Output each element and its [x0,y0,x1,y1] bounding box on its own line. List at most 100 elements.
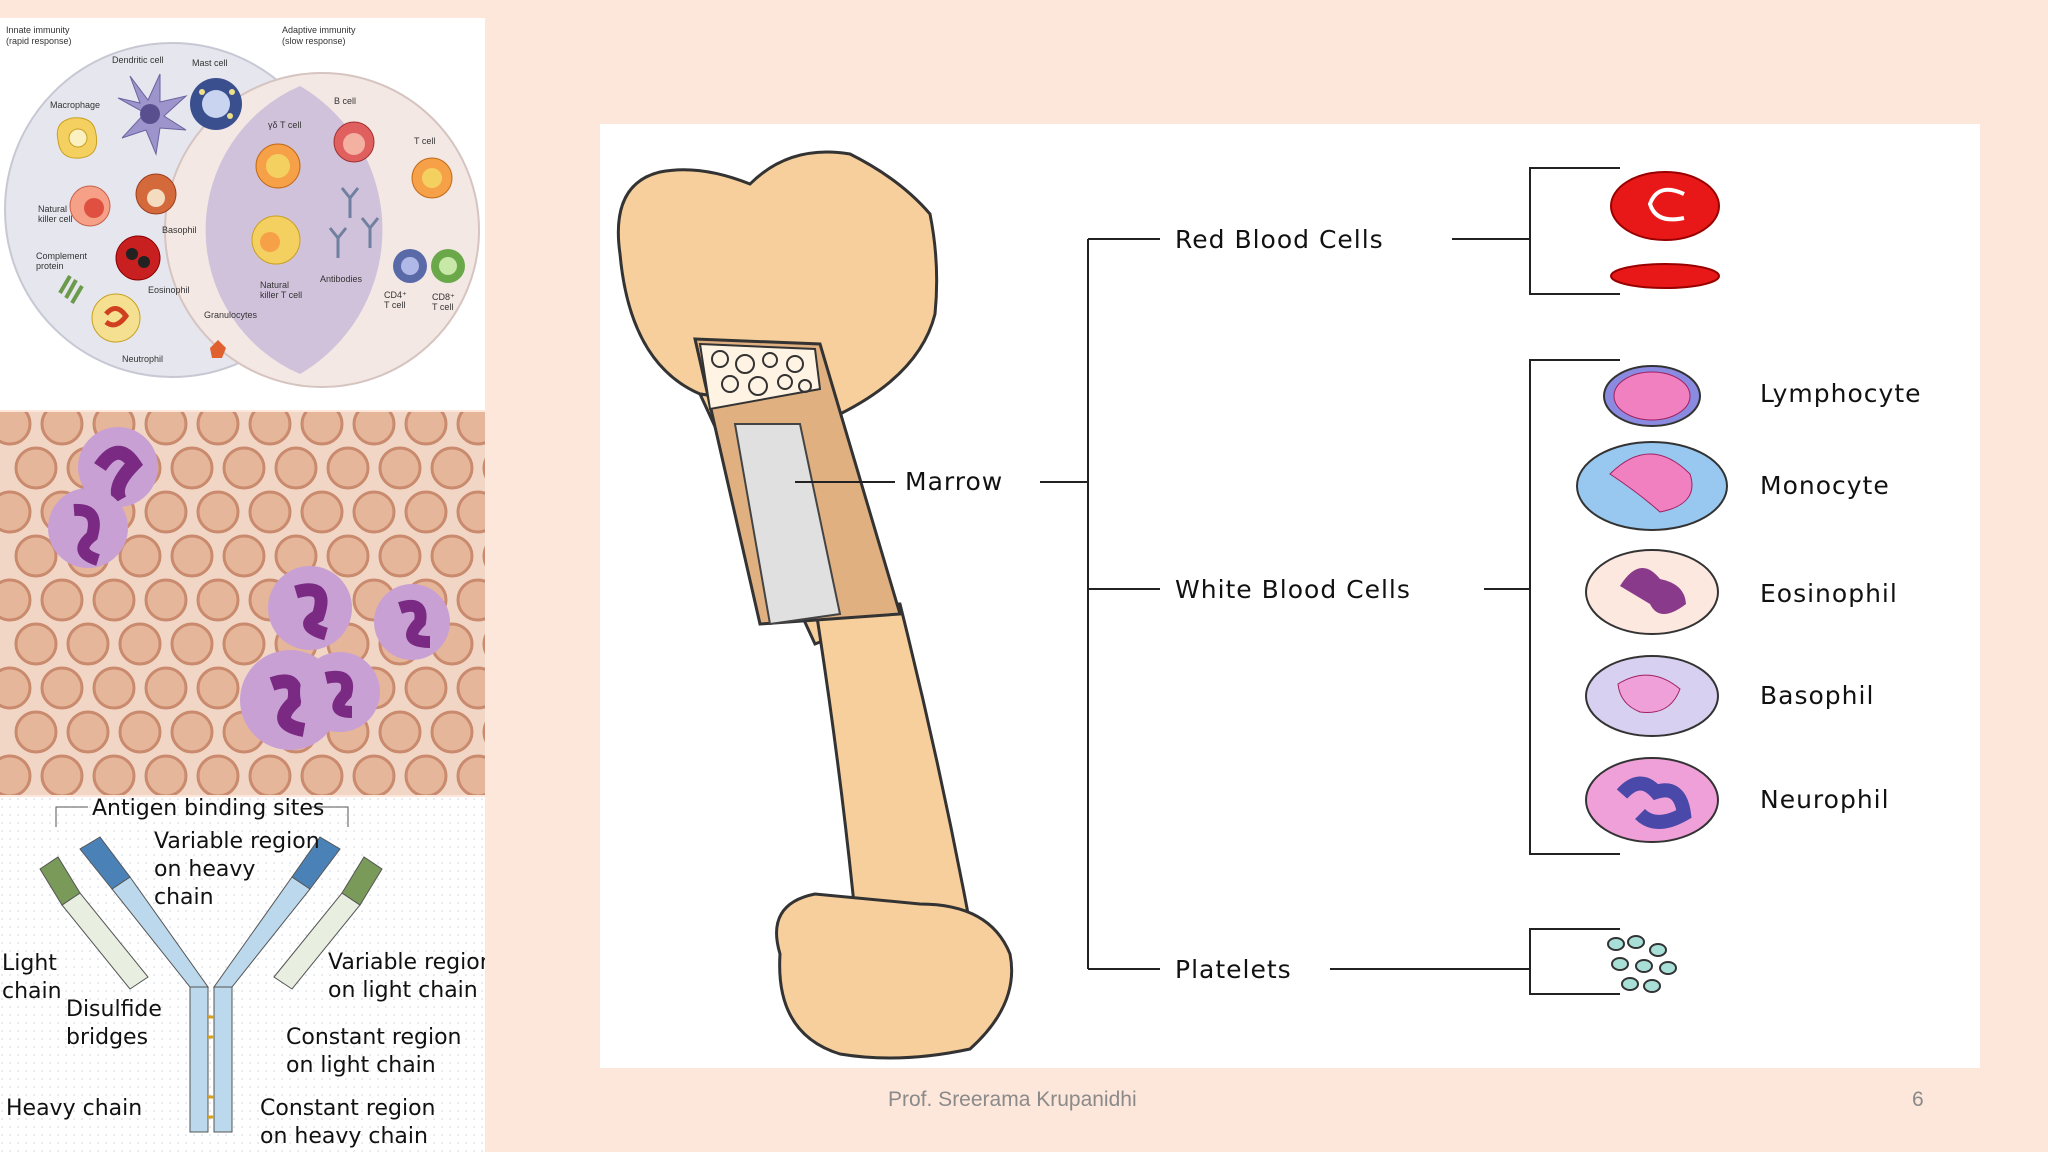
eosinophil-icon [115,235,161,281]
svg-text:on light chain: on light chain [286,1053,436,1078]
rbc-disc [326,534,370,578]
rbc-disc [482,545,485,567]
cd8-label: CD8⁺T cell [432,292,455,312]
connector-lines [795,167,1620,995]
svg-text:Light: Light [2,951,57,976]
t-cell-icon [411,157,453,199]
rbc-disc [430,534,474,578]
svg-text:CD8⁺: CD8⁺ [432,292,455,302]
lymphocyte-label: Lymphocyte [1760,379,1922,408]
svg-text:(rapid response): (rapid response) [6,36,72,46]
rbc-disc [92,578,136,622]
rbc-disc [14,710,58,754]
eosinophil-icon [1585,549,1719,635]
eosinophil-label: Eosinophil [1760,579,1898,608]
bcell-label: B cell [334,96,356,106]
antibody-heavy-chains [79,836,341,1133]
rbc-disc [170,534,214,578]
rbc-disc [118,710,162,754]
rbc-disc [352,754,396,795]
rbc-disc [92,666,136,710]
rbc-disc [118,622,162,666]
rbc-disc [274,446,318,490]
heavy-chain-label: Heavy chain [6,1096,142,1121]
svg-text:chain: chain [2,979,62,1004]
antigen-sites-label: Antigen binding sites [92,797,324,821]
neutrophil-label: Neutrophil [122,354,163,364]
rbc-disc [144,412,188,446]
rbc-disc [404,412,448,446]
rbc-disc [196,490,240,534]
antigen-binding-bracket [55,806,349,827]
platelets-label: Platelets [1175,955,1292,984]
rbc-disc [144,666,188,710]
rbc-disc [118,534,162,578]
rbc-icon [1610,171,1720,241]
svg-text:Natural: Natural [260,280,289,290]
granulocytes-label: Granulocytes [204,310,258,320]
rbc-disc [170,446,214,490]
rbc-disc [378,534,422,578]
adaptive-label: Adaptive immunity(slow response) [282,25,356,46]
gdt-label: γδ T cell [268,120,301,130]
rbc-disc [248,490,292,534]
marrow-label: Marrow [905,467,1003,496]
svg-text:Variable region: Variable region [328,950,485,975]
rbc-disc [456,578,485,622]
rbc-disc [430,446,474,490]
light-chain-label: Light chain [2,951,62,1004]
tcell-label: T cell [414,136,435,146]
disulfide-bridges [208,1015,214,1119]
svg-text:chain: chain [154,885,214,910]
svg-text:Constant region: Constant region [286,1025,461,1050]
svg-text:Disulfide: Disulfide [66,997,162,1022]
svg-text:Innate immunity: Innate immunity [6,25,70,35]
basophil-label: Basophil [1760,681,1874,710]
innate-label: Innate immunity(rapid response) [6,25,72,46]
neutrophil-cell-1 [78,427,158,507]
svg-text:killer cell: killer cell [38,214,73,224]
macrophage-icon [56,117,98,159]
antibody-light-chains [39,856,383,990]
rbc-disc [144,578,188,622]
femur-bone [616,150,1014,1060]
svg-text:on heavy: on heavy [154,857,255,882]
rbc-disc [196,666,240,710]
rbc-disc [404,666,448,710]
var-light-label: Variable region on light chain [328,950,485,1003]
rbc-disc [456,490,485,534]
basophil-icon [1585,655,1719,737]
basophil-label: Basophil [162,225,197,235]
rbc-disc [0,412,32,446]
svg-text:bridges: bridges [66,1025,148,1050]
wbc-label: White Blood Cells [1175,575,1411,604]
neurophil-label: Neurophil [1760,785,1890,814]
mast-cell-icon [190,78,242,130]
nkt-cell-icon [251,215,301,265]
rbc-disc [456,754,485,795]
svg-text:on heavy chain: on heavy chain [260,1124,428,1149]
monocyte-label: Monocyte [1760,471,1890,500]
monocyte-icon [1576,441,1728,531]
rbc-disc [0,490,32,534]
rbc-disc [0,666,32,710]
cd4-label: CD4⁺T cell [384,290,407,310]
blood-smear-image [0,412,485,795]
rbc-disc [222,622,266,666]
svg-text:Complement: Complement [36,251,88,261]
rbc-disc [144,490,188,534]
cd8-cell-icon [431,249,465,283]
rbc-disc [66,710,110,754]
rbc-disc [0,578,32,622]
svg-text:on light chain: on light chain [328,978,478,1003]
rbc-disc [378,710,422,754]
neutrophil-cell-2 [48,488,128,568]
rbc-disc [482,721,485,743]
granulocyte-icon [210,340,226,358]
rbc-disc [144,754,188,795]
rbc-disc [40,578,84,622]
rbc-disc [300,754,344,795]
footer-author: Prof. Sreerama Krupanidhi [888,1088,1137,1111]
immune-cells-diagram: Innate immunity(rapid response) Adaptive… [0,18,485,410]
